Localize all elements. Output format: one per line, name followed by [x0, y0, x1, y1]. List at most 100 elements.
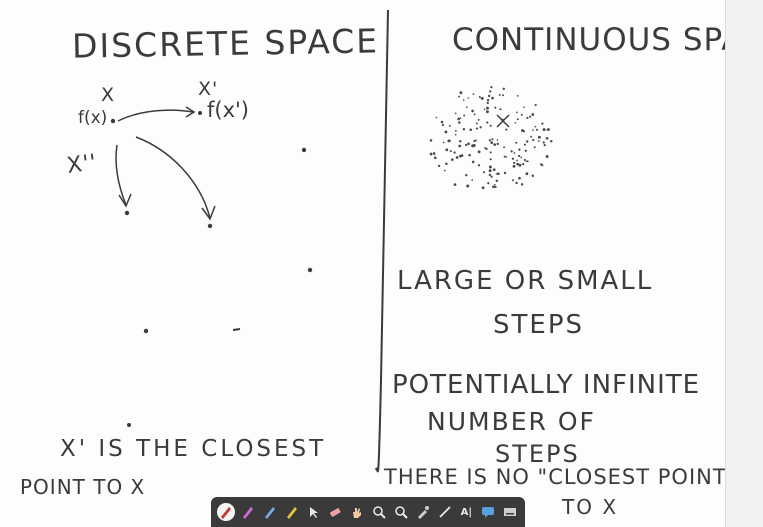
cloud-dot [539, 136, 542, 139]
minimize-icon[interactable] [501, 503, 519, 521]
point-x-prime [198, 111, 202, 115]
cloud-dot [503, 155, 506, 158]
cloud-dot [511, 179, 515, 182]
cloud-dot [499, 108, 502, 111]
cloud-dot [516, 118, 519, 121]
cloud-dot [462, 99, 465, 101]
cloud-dot [522, 163, 525, 166]
cloud-dot [455, 156, 459, 159]
cloud-dot [442, 141, 445, 144]
eraser-icon[interactable] [326, 503, 344, 521]
cloud-dot [530, 135, 533, 138]
label-fx-prime: f(x') [207, 98, 249, 122]
point-d [307, 267, 313, 273]
cloud-dot [473, 139, 476, 143]
cloud-dot [523, 106, 525, 109]
marker-icon[interactable] [261, 503, 279, 521]
cloud-dot [545, 136, 549, 140]
cloud-dot [472, 144, 476, 147]
cloud-dot [493, 183, 496, 186]
cloud-dot [458, 144, 462, 148]
cloud-dot [477, 164, 481, 167]
infinite-line1: POTENTIALLY INFINITE [392, 370, 701, 400]
cloud-dot [484, 147, 486, 149]
cloud-dot [488, 94, 491, 98]
hand-icon[interactable] [348, 503, 366, 521]
pen-icon[interactable] [217, 503, 235, 521]
cloud-dot [488, 169, 492, 173]
cloud-dot [445, 162, 448, 166]
pointer-icon[interactable] [304, 503, 322, 521]
cloud-dot [516, 95, 519, 97]
cloud-dot [467, 142, 470, 146]
cloud-dot [435, 116, 438, 119]
cloud-dot [480, 96, 484, 100]
cloud-dot [495, 173, 498, 175]
cloud-dot [454, 112, 457, 115]
cloud-dot [515, 141, 518, 144]
cloud-dot [459, 140, 462, 143]
zoom-in-icon[interactable] [370, 503, 388, 521]
cloud-dot [486, 101, 489, 105]
cloud-dot [493, 143, 497, 146]
cloud-dot [493, 168, 496, 171]
cloud-dot [471, 109, 474, 113]
point-a [124, 210, 130, 216]
pencil-icon[interactable] [283, 503, 301, 521]
cloud-dot [516, 162, 519, 166]
cloud-dot [453, 151, 456, 154]
cloud-dot [462, 127, 466, 131]
cloud-dot [472, 93, 475, 95]
cloud-dot [441, 123, 444, 127]
text-icon[interactable]: A| [460, 506, 473, 518]
cloud-dot [491, 138, 494, 141]
cloud-dot [505, 128, 508, 131]
cloud-dot [479, 126, 482, 129]
highlighter-icon[interactable] [239, 503, 257, 521]
cloud-dot [440, 120, 444, 124]
chat-icon[interactable] [479, 503, 497, 521]
arrowhead-fx-to-fxprime [185, 106, 196, 118]
cloud-dot [545, 155, 549, 158]
cloud-dot [542, 141, 545, 144]
cloud-dot [541, 122, 544, 125]
zoom-out-icon[interactable] [392, 503, 410, 521]
cloud-dot [454, 129, 457, 132]
arrow-down-left [115, 144, 127, 206]
cloud-dot [526, 116, 529, 119]
cloud-dot [489, 124, 492, 127]
cloud-dot [525, 172, 529, 176]
cloud-dot [465, 174, 468, 177]
cloud-dot [488, 165, 492, 169]
cloud-dot [502, 94, 504, 97]
infinite-line3: STEPS [495, 440, 580, 468]
cloud-dot [513, 152, 516, 154]
cloud-dot [471, 179, 474, 181]
cloud-dot [459, 91, 463, 95]
line-icon[interactable] [436, 503, 454, 521]
point-f [232, 328, 241, 331]
cloud-dot [513, 161, 516, 165]
arrowhead-curve-right [201, 205, 216, 221]
closest-line2: TO X [562, 495, 619, 519]
cloud-dot [486, 106, 489, 110]
drawing-toolbar: A| [211, 497, 525, 527]
cloud-dot [496, 139, 499, 141]
cloud-dot [464, 143, 468, 147]
cloud-dot [510, 150, 513, 153]
eyedropper-icon[interactable] [414, 503, 432, 521]
divider-line [375, 9, 389, 473]
cloud-dot [429, 139, 433, 142]
window-edge-panel [725, 0, 763, 527]
cloud-dot [473, 113, 476, 116]
cloud-dot [443, 169, 446, 172]
discrete-space-title: DISCRETE SPACE [71, 21, 380, 66]
steps-line2: STEPS [493, 310, 584, 340]
infinite-line2: NUMBER OF [427, 407, 596, 436]
cloud-dot [502, 87, 505, 90]
cloud-dot [526, 160, 529, 163]
cloud-dot [533, 146, 536, 149]
cloud-dot [532, 138, 535, 142]
cloud-dot [483, 108, 486, 111]
